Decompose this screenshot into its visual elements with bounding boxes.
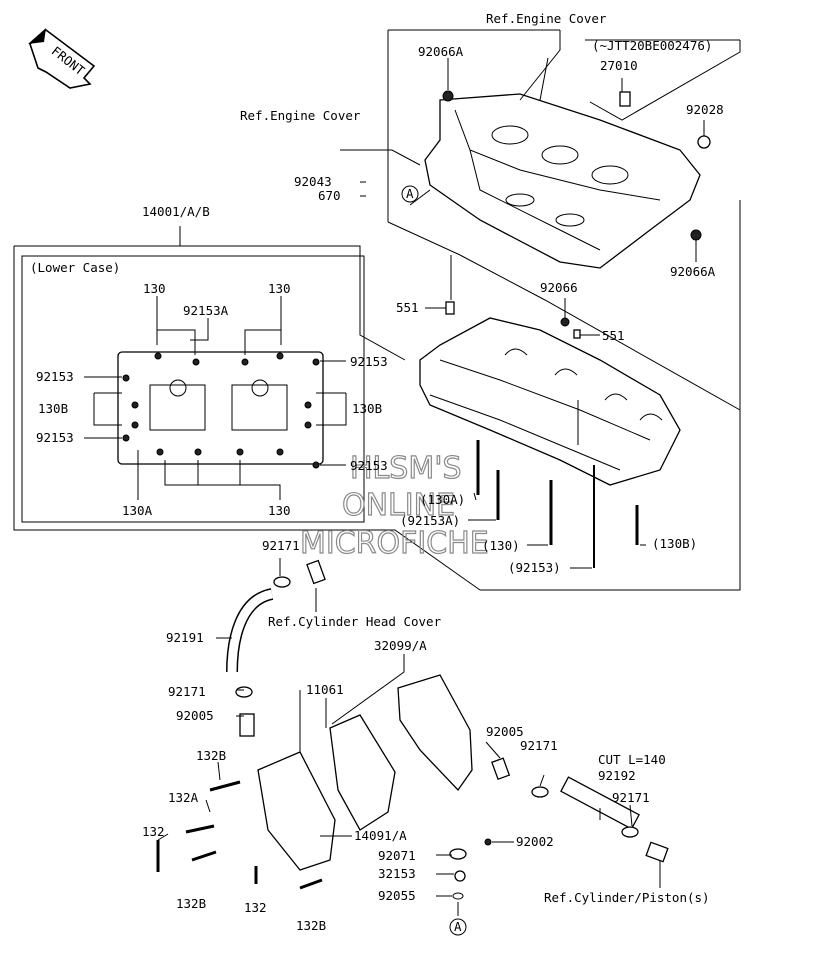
label-551-r: 551 <box>602 328 625 343</box>
label-14001: 14001/A/B <box>142 204 210 219</box>
label-130b-paren: (130B) <box>652 536 697 551</box>
label-32099: 32099/A <box>374 638 427 653</box>
label-92071: 92071 <box>378 848 416 863</box>
label-92066: 92066 <box>540 280 578 295</box>
crankcase-bolts <box>450 255 639 568</box>
label-130-tl: 130 <box>143 281 166 296</box>
label-lower-case: (Lower Case) <box>30 260 120 275</box>
label-130-b: 130 <box>268 503 291 518</box>
circle-a-top: A <box>401 185 419 203</box>
label-92066a-top: 92066A <box>418 44 464 59</box>
label-670: 670 <box>318 188 341 203</box>
circle-a-top-label: A <box>406 186 414 201</box>
watermark-line2: ONLINE <box>342 488 455 523</box>
label-92028: 92028 <box>686 102 724 117</box>
label-132a: 132A <box>168 790 199 805</box>
circle-a-bottom: A <box>449 918 467 936</box>
label-92153-l1: 92153 <box>36 369 74 384</box>
label-92153-l2: 92153 <box>36 430 74 445</box>
breather-cover <box>156 674 669 900</box>
label-92171-top: 92171 <box>262 538 300 553</box>
label-130b-r: 130B <box>352 401 382 416</box>
watermark-line1: HLSM'S <box>350 451 462 486</box>
label-ref-cyl-piston: Ref.Cylinder/Piston(s) <box>544 890 710 905</box>
label-132b-3: 132B <box>296 918 326 933</box>
label-92192: 92192 <box>598 768 636 783</box>
label-130b-l: 130B <box>38 401 68 416</box>
upper-crankcase <box>424 90 711 269</box>
label-92055: 92055 <box>378 888 416 903</box>
label-92153-r2: 92153 <box>350 458 388 473</box>
breather-hose <box>226 559 326 737</box>
label-92002: 92002 <box>516 834 554 849</box>
label-92005-l: 92005 <box>176 708 214 723</box>
label-ref-engine-cover-left: Ref.Engine Cover <box>240 108 361 123</box>
label-cut-note: CUT L=140 <box>598 752 666 767</box>
label-92171-rr: 92171 <box>612 790 650 805</box>
lower-case-bolts <box>122 352 320 469</box>
label-130a-paren: (130A) <box>420 492 465 507</box>
label-92153-r: 92153 <box>350 354 388 369</box>
outline-frames <box>13 29 741 591</box>
front-arrow-icon: FRONT <box>28 28 96 89</box>
label-27010: 27010 <box>600 58 638 73</box>
label-92153-paren: (92153) <box>508 560 561 575</box>
label-ref-cyl-head-cover: Ref.Cylinder Head Cover <box>268 614 442 629</box>
label-ref-engine-cover-top: Ref.Engine Cover <box>486 11 607 26</box>
label-92153a-top: 92153A <box>183 303 229 318</box>
label-92153a-paren: (92153A) <box>400 513 460 528</box>
label-92191: 92191 <box>166 630 204 645</box>
label-92171-mid: 92171 <box>168 684 206 699</box>
part-labels: Ref.Engine Cover (~JTT20BE002476) 27010 … <box>30 11 724 933</box>
label-132-l: 132 <box>142 824 165 839</box>
watermark-line3: MICROFICHE <box>300 526 489 561</box>
label-11061: 11061 <box>306 682 344 697</box>
label-32153: 32153 <box>378 866 416 881</box>
label-92043: 92043 <box>294 174 332 189</box>
label-132b-1: 132B <box>196 748 226 763</box>
label-130-tr: 130 <box>268 281 291 296</box>
label-551-l: 551 <box>396 300 419 315</box>
label-92066a-right: 92066A <box>670 264 716 279</box>
label-serial-note: (~JTT20BE002476) <box>592 38 712 53</box>
watermark: HLSM'S ONLINE MICROFICHE <box>299 450 489 561</box>
front-arrow-label: FRONT <box>49 43 88 78</box>
lower-crankcase <box>419 301 681 486</box>
label-92005-r: 92005 <box>486 724 524 739</box>
label-14091: 14091/A <box>354 828 407 843</box>
label-132b-2: 132B <box>176 896 206 911</box>
leader-lines <box>157 30 705 916</box>
label-92171-r: 92171 <box>520 738 558 753</box>
label-130a-bl: 130A <box>122 503 153 518</box>
label-132-m: 132 <box>244 900 267 915</box>
label-130-paren: (130) <box>482 538 520 553</box>
lower-case-inset <box>84 296 347 500</box>
circle-a-bottom-label: A <box>454 919 462 934</box>
